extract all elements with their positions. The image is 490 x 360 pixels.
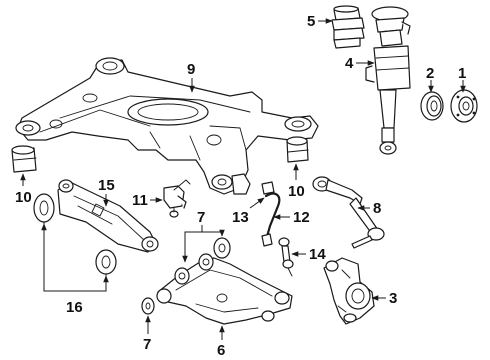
callout-labels: 1 2 3 4 5 6 7 7 8 9 10 10 11 12 13 14 15… (15, 13, 466, 359)
callout-2: 2 (426, 65, 434, 82)
bushing-left (11, 145, 37, 173)
crossmember-subframe (15, 57, 319, 195)
callout-15: 15 (98, 177, 115, 194)
leader-lines (20, 18, 466, 340)
wheel-bearing (420, 91, 444, 121)
callout-9: 9 (187, 61, 195, 78)
wheel-hub (450, 89, 478, 123)
arm-bushing-upper (213, 237, 231, 259)
bushing-right (286, 136, 309, 163)
lower-control-arm (156, 253, 293, 325)
callout-13: 13 (232, 209, 249, 226)
upper-link-arm (312, 176, 385, 249)
callout-6: 6 (217, 342, 225, 359)
callout-5: 5 (307, 13, 315, 30)
callout-1: 1 (458, 65, 466, 82)
stabilizer-link (278, 237, 294, 277)
callout-11: 11 (132, 192, 148, 209)
callout-7-upper: 7 (197, 209, 205, 226)
callout-16: 16 (66, 299, 83, 316)
callout-10-left: 10 (15, 189, 32, 206)
callout-3: 3 (389, 290, 397, 307)
trailing-link (33, 179, 159, 275)
shock-absorber (365, 6, 411, 155)
callout-7-lower: 7 (143, 336, 151, 353)
callout-12: 12 (293, 209, 310, 226)
arm-bushing-lower (141, 297, 155, 315)
dust-boot (331, 5, 365, 49)
callout-14: 14 (309, 246, 326, 263)
callout-10-right: 10 (288, 183, 305, 200)
height-sensor (163, 179, 191, 218)
brake-hose (261, 181, 281, 247)
callout-8: 8 (373, 200, 381, 217)
rear-knuckle (323, 257, 375, 325)
callout-4: 4 (345, 55, 354, 72)
